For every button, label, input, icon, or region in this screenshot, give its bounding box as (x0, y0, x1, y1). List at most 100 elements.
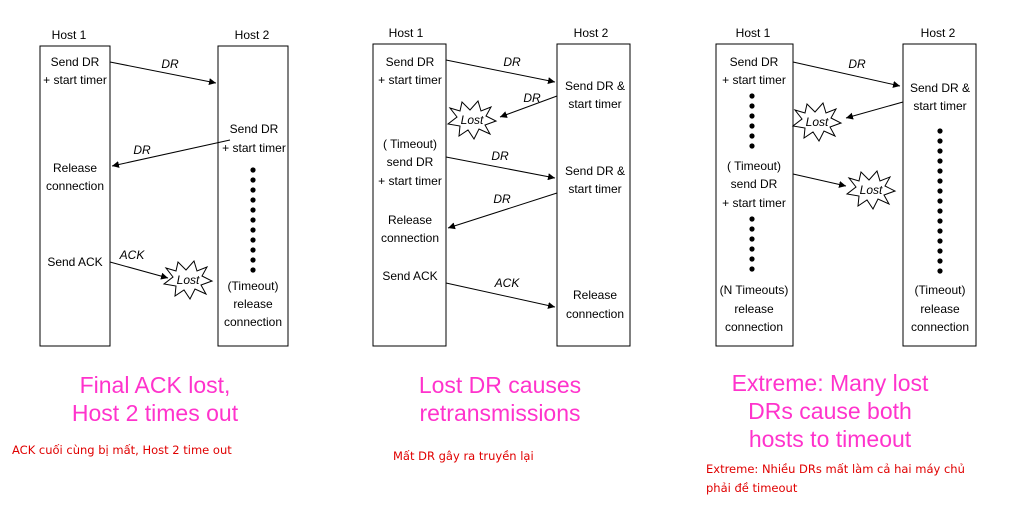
host2-event: + start timer (222, 141, 286, 155)
message-label: DR (161, 57, 179, 71)
message-arrow (111, 139, 231, 168)
host1-event: ( Timeout) (383, 137, 437, 151)
host1-event: Release (388, 213, 432, 227)
lost-burst-icon: Lost (446, 99, 498, 140)
host1-event: Send ACK (382, 269, 437, 283)
lost-label: Lost (860, 183, 883, 197)
lost-label: Lost (806, 115, 829, 129)
translation-note-2: Mất DR gây ra truyền lại (393, 447, 534, 466)
message-label: DR (493, 192, 511, 206)
lost-burst-icon: Lost (845, 169, 897, 210)
caption-line: hosts to timeout (748, 426, 912, 452)
host2-event: start timer (568, 182, 621, 196)
caption-line: Lost DR causes (418, 372, 582, 398)
note-line: Mất DR gây ra truyền lại (393, 449, 534, 463)
host2-event: (Timeout) (228, 279, 279, 293)
translation-note-3: Extreme: Nhiều DRs mất làm cả hai máy ch… (706, 460, 965, 498)
host2-event: Send DR & (910, 81, 970, 95)
message-label: DR (848, 57, 866, 71)
note-line: phải đề timeout (706, 481, 798, 495)
host1-event: + start timer (43, 73, 107, 87)
host2-box (902, 43, 977, 347)
message-arrow (445, 282, 556, 309)
host2-event: Send DR & (565, 164, 625, 178)
host1-event: send DR (731, 177, 778, 191)
caption-line: Host 2 times out (71, 400, 239, 426)
host2-event: connection (566, 307, 624, 321)
host1-event: connection (46, 179, 104, 193)
caption-scenario-3: Extreme: Many lost DRs cause both hosts … (705, 369, 955, 453)
message-label: DR (503, 55, 521, 69)
message-label: ACK (494, 276, 521, 290)
lost-label: Lost (177, 273, 200, 287)
message-label: ACK (119, 248, 146, 262)
message-arrow (792, 173, 847, 188)
translation-note-1: ACK cuối cùng bị mất, Host 2 time out (12, 441, 232, 460)
message-label: DR (491, 149, 509, 163)
host2-event: start timer (568, 97, 621, 111)
message-label: DR (133, 143, 151, 157)
host2-box (556, 43, 631, 347)
host1-event: Send DR (386, 55, 435, 69)
lost-burst-icon: Lost (162, 259, 214, 300)
message-label: DR (523, 91, 541, 105)
caption-line: DRs cause both (748, 398, 912, 424)
scenario-many-lost-drs: Host 1 Host 2 Send DR + start timer ( Ti… (715, 26, 977, 347)
note-line: Extreme: Nhiều DRs mất làm cả hai máy ch… (706, 462, 965, 476)
caption-line: Final ACK lost, (79, 372, 231, 398)
host1-event: connection (725, 320, 783, 334)
message-arrow (109, 61, 217, 86)
timeout-dots (749, 93, 755, 149)
host1-event: + start timer (378, 73, 442, 87)
timeout-dots (749, 216, 755, 272)
lost-label: Lost (461, 113, 484, 127)
caption-line: retransmissions (419, 400, 581, 426)
host2-event: Send DR (230, 122, 279, 136)
host1-box (372, 43, 447, 347)
host1-event: ( Timeout) (727, 159, 781, 173)
message-arrow (792, 61, 901, 88)
timeout-dots (250, 167, 256, 273)
host1-event: (N Timeouts) (720, 283, 789, 297)
host1-box (715, 43, 794, 347)
host1-event: Send DR (730, 55, 779, 69)
host2-label: Host 2 (235, 28, 270, 42)
message-arrow (445, 156, 556, 181)
host2-event: (Timeout) (915, 283, 966, 297)
message-arrow (447, 192, 558, 230)
scenario-lost-dr-retransmission: Host 1 Host 2 Send DR + start timer ( Ti… (372, 26, 631, 347)
host2-event: connection (224, 315, 282, 329)
message-arrow (499, 95, 558, 118)
host1-event: send DR (387, 155, 434, 169)
host2-box (217, 45, 289, 347)
host1-event: + start timer (722, 73, 786, 87)
message-arrow (445, 59, 556, 85)
message-arrow (845, 101, 904, 120)
host1-box (39, 45, 111, 347)
host1-event: release (734, 302, 774, 316)
host2-label: Host 2 (921, 26, 956, 40)
host2-event: start timer (913, 99, 966, 113)
caption-scenario-2: Lost DR causes retransmissions (380, 371, 620, 427)
host1-event: connection (381, 231, 439, 245)
timeout-dots (937, 128, 943, 274)
host1-event: + start timer (722, 196, 786, 210)
host2-event: release (233, 297, 273, 311)
host2-event: release (920, 302, 960, 316)
host2-event: Send DR & (565, 79, 625, 93)
caption-line: Extreme: Many lost (731, 370, 929, 396)
note-line: ACK cuối cùng bị mất, Host 2 time out (12, 443, 232, 457)
lost-burst-icon: Lost (791, 101, 843, 142)
caption-scenario-1: Final ACK lost, Host 2 times out (30, 371, 280, 427)
host2-label: Host 2 (574, 26, 609, 40)
host1-event: + start timer (378, 174, 442, 188)
host1-event: Send ACK (47, 255, 102, 269)
message-arrow (109, 261, 169, 280)
host1-event: Release (53, 161, 97, 175)
host1-event: Send DR (51, 55, 100, 69)
host2-event: Release (573, 288, 617, 302)
host1-label: Host 1 (52, 28, 87, 42)
host2-event: connection (911, 320, 969, 334)
host1-label: Host 1 (389, 26, 424, 40)
